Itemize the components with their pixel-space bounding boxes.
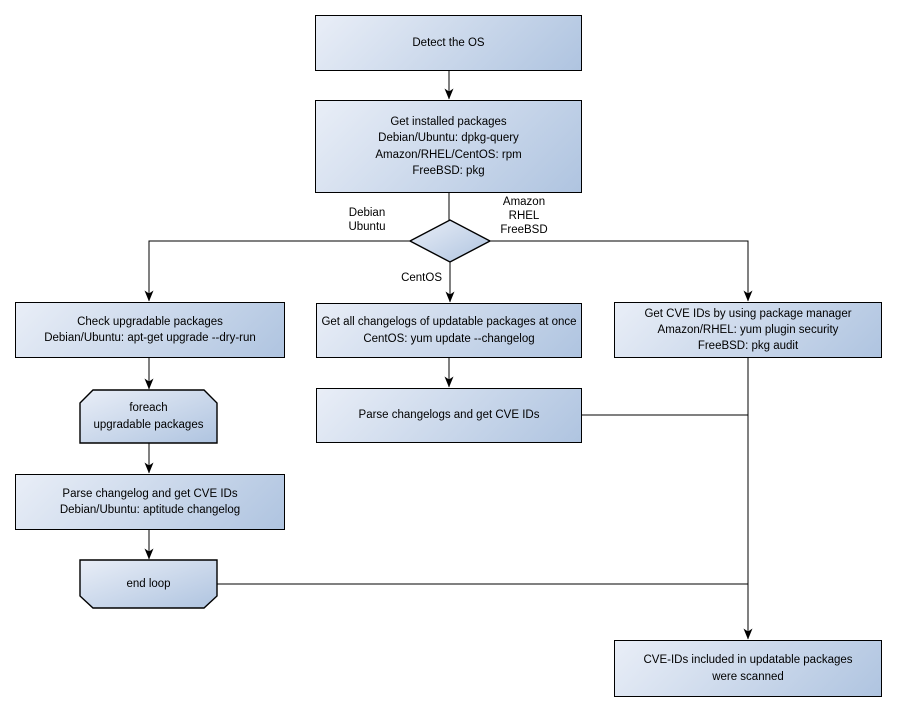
end-loop-label: end loop — [126, 577, 171, 590]
edge-label-centos: CentOS — [401, 272, 442, 284]
node-get-installed-packages: Get installed packages Debian/Ubuntu: dp… — [315, 100, 582, 193]
node-parse-changelog-debian: Parse changelog and get CVE IDs Debian/U… — [15, 474, 285, 530]
connector-decision-to-check-upgradable — [144, 240, 410, 302]
node-detect-os: Detect the OS — [315, 15, 582, 71]
node-get-all-changelogs: Get all changelogs of updatable packages… — [316, 303, 582, 358]
foreach-loop-label: foreach upgradable packages — [93, 402, 204, 431]
edge-label-amazon-rhel-freebsd: Amazon RHEL FreeBSD — [500, 196, 548, 236]
edge-label-debian-ubuntu: Debian Ubuntu — [348, 207, 386, 233]
node-parse-changelogs-centos: Parse changelogs and get CVE IDs — [316, 388, 582, 443]
node-check-upgradable-packages: Check upgradable packages Debian/Ubuntu:… — [15, 302, 285, 358]
node-cve-ids-scanned: CVE-IDs included in updatable packages w… — [614, 640, 882, 697]
connector-decision-to-get-cve-ids — [490, 240, 753, 302]
end-loop-shape — [79, 559, 218, 609]
node-get-cve-ids-package-manager: Get CVE IDs by using package manager Ama… — [614, 302, 882, 358]
os-decision-diamond — [408, 219, 492, 263]
foreach-loop-shape — [79, 389, 218, 444]
